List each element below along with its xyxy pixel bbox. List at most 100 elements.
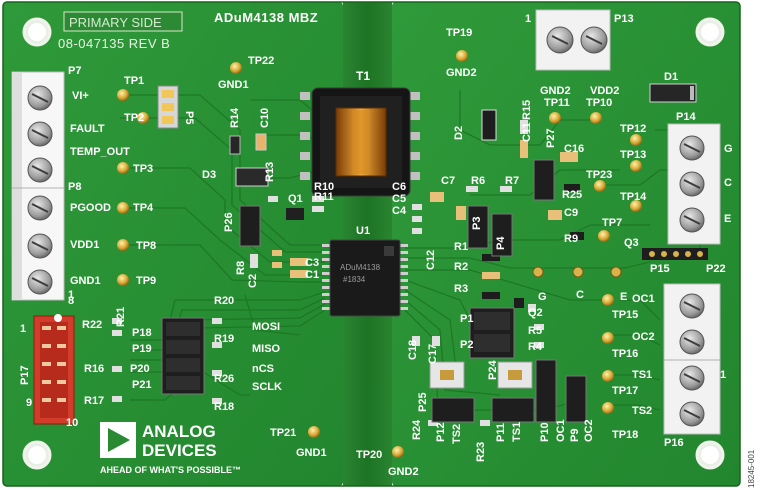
- silk-label: OC2: [632, 331, 655, 343]
- silk-label: TP16: [612, 348, 638, 360]
- silk-label: R3: [454, 283, 468, 295]
- silk-label: P2: [460, 339, 473, 351]
- chip-marking-line2: #1834: [343, 275, 366, 284]
- silk-label: TP13: [620, 149, 646, 161]
- silk-label: TP7: [602, 217, 622, 229]
- silk-label: C12: [425, 250, 437, 270]
- silk-label: VI+: [72, 90, 89, 102]
- silk-label: R21: [115, 307, 127, 327]
- silk-label: GND1: [70, 275, 101, 287]
- silk-label: R4: [528, 341, 543, 353]
- silk-label: TP8: [136, 240, 156, 252]
- silk-label: Q1: [288, 193, 303, 205]
- silk-label: R15: [521, 100, 533, 120]
- silk-label: GND2: [540, 85, 571, 97]
- silk-label: E: [620, 291, 627, 303]
- silk-label: R17: [84, 395, 104, 407]
- silk-label: P3: [471, 217, 483, 230]
- silk-label: nCS: [252, 363, 274, 375]
- logo-line1: ANALOG: [142, 422, 216, 441]
- silk-label: E: [724, 213, 731, 225]
- silk-label: P16: [664, 437, 684, 449]
- silk-label: VDD1: [70, 239, 99, 251]
- silk-label: G: [538, 291, 547, 303]
- silk-label: R10: [314, 181, 334, 193]
- terminal-block-p16: [663, 283, 721, 435]
- silk-label: 8: [68, 295, 74, 307]
- silk-label: C9: [564, 207, 578, 219]
- silk-label: C: [576, 289, 584, 301]
- terminal-block-p13: [535, 9, 611, 71]
- silk-label: VDD2: [590, 85, 619, 97]
- side-label: PRIMARY SIDE: [69, 15, 162, 30]
- silk-label: TP23: [586, 169, 612, 181]
- silk-label: TP17: [612, 385, 638, 397]
- silk-label: TP1: [124, 75, 144, 87]
- silk-label: C11: [521, 122, 533, 142]
- board-title: ADuM4138 MBZ: [214, 10, 318, 25]
- silk-label: R16: [84, 363, 104, 375]
- transformer-t1: [300, 87, 420, 197]
- silk-label: P7: [68, 65, 81, 77]
- terminal-block-p14: [667, 123, 721, 245]
- silk-label: P22: [706, 263, 726, 275]
- silk-label: P20: [130, 363, 150, 375]
- silk-label: C: [724, 177, 732, 189]
- silk-label: TP11: [544, 97, 570, 109]
- silk-label: TP10: [586, 97, 612, 109]
- silk-label: P26: [223, 212, 235, 232]
- silk-label: R23: [475, 442, 487, 462]
- silk-label: G: [724, 143, 733, 155]
- silk-label: R8: [235, 261, 247, 275]
- silk-label: C6: [392, 181, 406, 193]
- silk-label: R19: [214, 333, 234, 345]
- silk-label: C5: [392, 193, 406, 205]
- silk-label: GND1: [296, 447, 327, 459]
- silk-label: P27: [545, 128, 557, 148]
- silk-label: 1: [525, 13, 531, 25]
- silk-label: P25: [417, 392, 429, 412]
- silk-label: P17: [19, 365, 31, 385]
- silk-label: C10: [259, 108, 271, 128]
- silk-label: C7: [441, 175, 455, 187]
- silk-label: D3: [202, 169, 216, 181]
- connector-p17: [33, 314, 75, 425]
- silk-label: Q3: [624, 237, 639, 249]
- silk-label: TS1: [511, 422, 523, 442]
- silk-label: P15: [650, 263, 670, 275]
- silk-label: TP9: [136, 275, 156, 287]
- silk-label: TP22: [248, 55, 274, 67]
- header-p5: [157, 85, 179, 129]
- silk-label: R24: [411, 419, 423, 440]
- test-points: [117, 50, 642, 458]
- pcb-secondary-side: [392, 2, 740, 486]
- silk-label: 9: [26, 397, 32, 409]
- silk-label: TP15: [612, 309, 638, 321]
- silk-label: GND2: [388, 466, 419, 478]
- logo-line2: DEVICES: [142, 441, 217, 460]
- ic-u1: ADuM4138 #1834: [322, 239, 408, 317]
- silk-label: P12: [435, 422, 447, 442]
- silk-label: MISO: [252, 343, 281, 355]
- analog-devices-logo: ANALOG DEVICES AHEAD OF WHAT'S POSSIBLE™: [100, 422, 241, 475]
- silk-label: C4: [392, 205, 407, 217]
- logo-tagline: AHEAD OF WHAT'S POSSIBLE™: [100, 465, 241, 475]
- mounting-holes: [22, 17, 725, 470]
- silk-label: R18: [214, 401, 234, 413]
- silk-label: R2: [454, 261, 468, 273]
- silk-label: TS1: [632, 369, 652, 381]
- silk-label: P14: [676, 111, 696, 123]
- silk-label: OC2: [583, 419, 595, 442]
- silk-label: TP20: [356, 449, 382, 461]
- silk-label: TEMP_OUT: [70, 146, 130, 158]
- silk-label: TP3: [133, 163, 153, 175]
- silk-label: P18: [132, 327, 152, 339]
- silk-label: C18: [407, 340, 419, 360]
- silk-label: P13: [614, 13, 634, 25]
- silk-label: R13: [264, 162, 276, 182]
- silk-label: Q2: [528, 307, 543, 319]
- silk-label: R26: [214, 373, 234, 385]
- doc-code: 18245-001: [747, 449, 756, 488]
- silk-label: TP14: [620, 191, 647, 203]
- silk-label: P9: [569, 429, 581, 442]
